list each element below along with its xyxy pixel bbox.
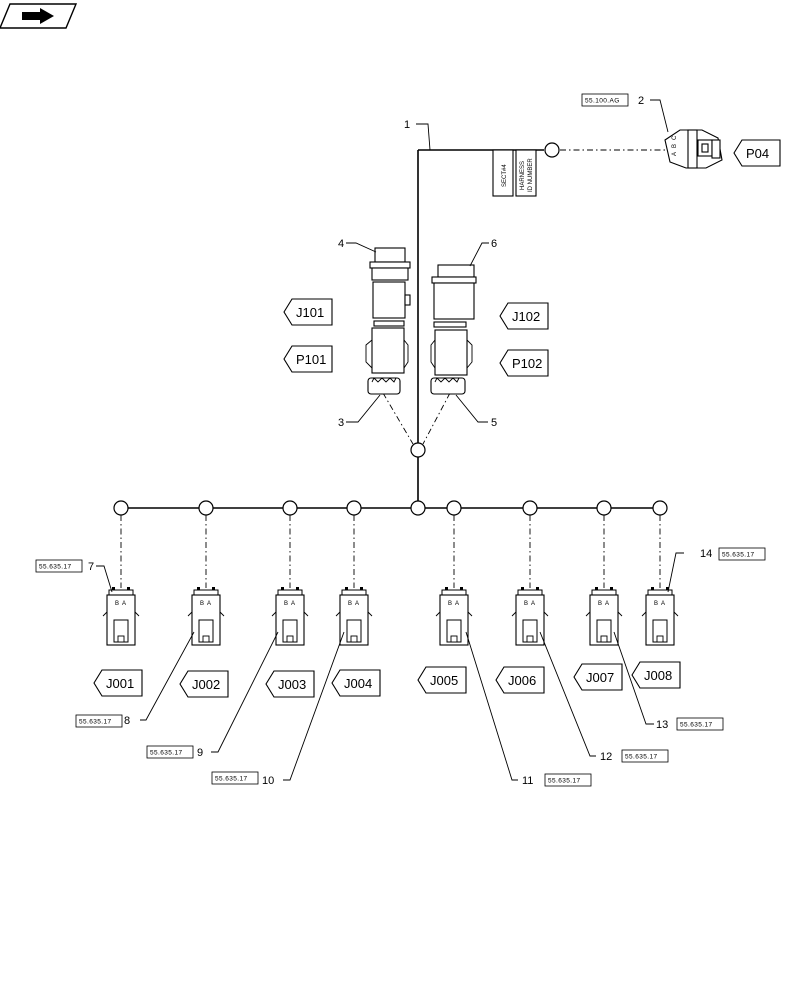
tag-j002: J002 [179, 670, 229, 698]
ref-box-12[interactable]: 55.635.17 [621, 749, 669, 763]
connector-9-j003 [271, 586, 309, 646]
item-number-6: 6 [491, 238, 497, 250]
tag-p102: P102 [499, 349, 549, 377]
svg-text:J005: J005 [430, 673, 458, 688]
item-number-14: 14 [700, 548, 712, 560]
ref-box-13[interactable]: 55.635.17 [676, 717, 724, 731]
item-number-7: 7 [88, 561, 94, 573]
svg-text:55.635.17: 55.635.17 [548, 778, 581, 785]
svg-text:A: A [672, 152, 678, 156]
svg-text:J006: J006 [508, 673, 536, 688]
item-number-13: 13 [656, 719, 668, 731]
connector-14-j008 [641, 586, 679, 646]
svg-text:SECT#4: SECT#4 [502, 164, 508, 187]
svg-text:55.635.17: 55.635.17 [150, 750, 183, 757]
splice-node-upper [410, 442, 426, 458]
branch-nodes [113, 500, 668, 516]
tag-j007: J007 [573, 663, 623, 691]
ref-box-9[interactable]: 55.635.17 [146, 745, 194, 759]
tag-p101: P101 [283, 345, 333, 373]
svg-text:55.635.17: 55.635.17 [39, 564, 72, 571]
svg-text:55.635.17: 55.635.17 [79, 719, 112, 726]
svg-text:P04: P04 [746, 146, 769, 161]
svg-text:J007: J007 [586, 670, 614, 685]
item-number-11: 11 [522, 775, 533, 787]
ref-box-2[interactable]: 55.100.AG [581, 93, 629, 107]
connector-4-j101 [365, 247, 411, 395]
next-page-arrow-icon[interactable] [0, 3, 78, 29]
ref-box-11[interactable]: 55.635.17 [544, 773, 592, 787]
ref-box-7[interactable]: 55.635.17 [35, 559, 83, 573]
svg-text:ID NUMBER: ID NUMBER [528, 158, 534, 192]
item-number-10: 10 [262, 775, 274, 787]
svg-text:J101: J101 [296, 305, 324, 320]
tag-j004: J004 [331, 669, 381, 697]
svg-text:J004: J004 [344, 676, 372, 691]
svg-text:J008: J008 [644, 668, 672, 683]
svg-text:55.635.17: 55.635.17 [625, 754, 658, 761]
tag-j006: J006 [495, 666, 545, 694]
item-number-8: 8 [124, 715, 130, 727]
svg-text:J102: J102 [512, 309, 540, 324]
ref-box-10[interactable]: 55.635.17 [211, 771, 259, 785]
svg-text:P102: P102 [512, 356, 542, 371]
connector-12-j006 [511, 586, 549, 646]
connector-13-j007 [585, 586, 623, 646]
harness-id-sleeve: HARNESS ID NUMBER [515, 149, 537, 197]
svg-text:J002: J002 [192, 677, 220, 692]
tag-j001: J001 [93, 669, 143, 697]
item-number-2: 2 [638, 95, 644, 107]
item-number-1: 1 [404, 119, 410, 131]
item-number-9: 9 [197, 747, 203, 759]
svg-text:55.635.17: 55.635.17 [215, 776, 248, 783]
tag-j003: J003 [265, 670, 315, 698]
sect-label-sleeve: SECT#4 [492, 149, 514, 197]
svg-text:55.100.AG: 55.100.AG [585, 98, 620, 105]
svg-text:J001: J001 [106, 676, 134, 691]
svg-text:55.635.17: 55.635.17 [680, 722, 713, 729]
tag-p04: P04 [733, 139, 781, 167]
tag-j102: J102 [499, 302, 549, 330]
connector-2-p04: A B C [664, 129, 723, 169]
tag-j008: J008 [631, 661, 681, 689]
svg-text:HARNESS: HARNESS [520, 161, 526, 190]
tag-j005: J005 [417, 666, 467, 694]
svg-text:55.635.17: 55.635.17 [722, 552, 755, 559]
branch-dash-lines [120, 515, 661, 588]
ref-box-14[interactable]: 55.635.17 [718, 547, 766, 561]
item-number-12: 12 [600, 751, 612, 763]
ref-box-8[interactable]: 55.635.17 [75, 714, 123, 728]
item-number-3: 3 [338, 417, 344, 429]
connector-6-j102 [430, 264, 477, 395]
connector-11-j005 [435, 586, 473, 646]
svg-text:J003: J003 [278, 677, 306, 692]
item-number-5: 5 [491, 417, 497, 429]
tag-j101: J101 [283, 298, 333, 326]
splice-node-p04 [544, 142, 560, 158]
svg-text:P101: P101 [296, 352, 326, 367]
connector-8-j002 [187, 586, 225, 646]
svg-text:C: C [672, 135, 678, 140]
svg-text:B: B [672, 144, 678, 148]
connector-10-j004 [335, 586, 373, 646]
connector-7-j001 [102, 586, 140, 646]
item-number-4: 4 [338, 238, 344, 250]
